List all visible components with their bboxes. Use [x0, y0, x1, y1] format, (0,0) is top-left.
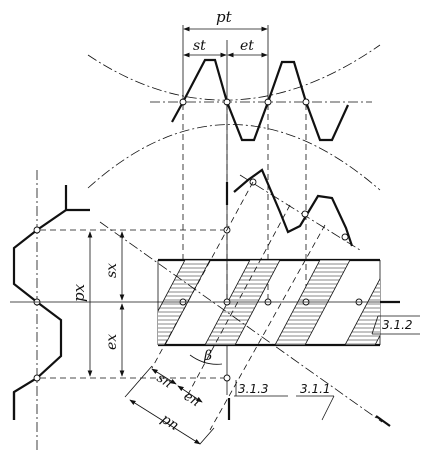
- node-n2: [301, 210, 309, 218]
- label-st: st: [193, 38, 206, 54]
- projection-lines: [182, 104, 307, 395]
- label-px: px: [70, 283, 88, 302]
- helical-rack: [157, 226, 400, 382]
- label-ex: ex: [104, 334, 120, 350]
- ref-3-1-1: 3.1.1: [300, 382, 331, 396]
- en-dimension-line: [177, 385, 203, 403]
- normal-tooth-profile: [233, 168, 354, 247]
- beta-arc: [189, 354, 223, 365]
- label-en: en: [181, 389, 203, 410]
- normal-dimensions: β sn en pn: [124, 348, 231, 445]
- reference-callouts: 3.1.2 3.1.3 3.1.1: [234, 315, 420, 421]
- rack-hatching: [158, 263, 380, 345]
- helix-axis-line: [99, 221, 383, 423]
- transverse-section: pt st et: [87, 8, 381, 191]
- upper-gear-arc: [87, 44, 381, 101]
- rack-tooth-1: [158, 260, 211, 345]
- node-a3: [33, 374, 41, 382]
- label-beta: β: [203, 348, 212, 364]
- node-n3: [341, 233, 349, 241]
- node-c2: [223, 374, 231, 382]
- label-pt: pt: [216, 8, 233, 26]
- ref-3-1-3: 3.1.3: [238, 382, 269, 396]
- normal-section: [99, 168, 391, 431]
- ref-3-1-2: 3.1.2: [382, 318, 413, 332]
- sn-dimension-line: [151, 368, 177, 385]
- label-et: et: [240, 38, 254, 54]
- label-sx: sx: [104, 263, 120, 278]
- transverse-tooth-profile: [171, 58, 350, 142]
- node-a1: [33, 226, 41, 234]
- label-sn: sn: [154, 371, 175, 392]
- axial-section: px sx ex: [10, 170, 228, 450]
- pn-dimension-line: [129, 399, 201, 445]
- lower-gear-arc: [87, 124, 381, 191]
